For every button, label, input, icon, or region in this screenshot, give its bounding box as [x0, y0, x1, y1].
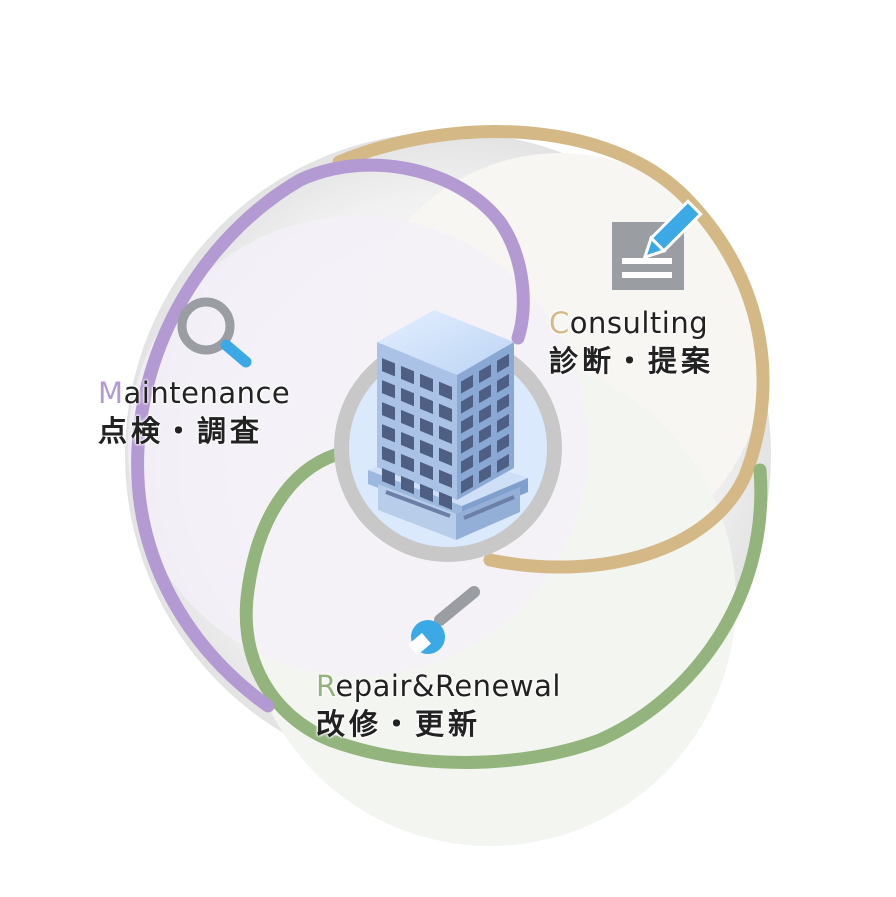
- maintenance-title: Maintenance: [98, 375, 290, 413]
- building-window: [497, 433, 509, 453]
- building-window: [479, 404, 491, 424]
- consulting-ring: [332, 125, 770, 574]
- building-window: [439, 381, 452, 400]
- building-window: [497, 353, 509, 373]
- building-window: [439, 469, 452, 488]
- wrench-icon: [408, 586, 480, 656]
- building-window: [497, 413, 509, 433]
- consulting-subtitle: 診断・提案: [549, 343, 715, 378]
- building-window: [461, 434, 473, 454]
- repair-label: Repair&Renewal 改修・更新: [316, 668, 561, 743]
- building-window: [401, 453, 414, 473]
- building-window: [461, 394, 473, 414]
- building-window: [401, 365, 414, 385]
- repair-title-initial: R: [316, 669, 336, 703]
- building-window: [382, 424, 395, 443]
- building-window: [479, 384, 491, 404]
- maintenance-subtitle: 点検・調査: [98, 413, 264, 448]
- consulting-title: Consulting: [549, 305, 714, 343]
- building-window: [439, 425, 452, 444]
- building-window: [461, 374, 473, 394]
- building-window: [461, 474, 473, 494]
- building-windows-right: [461, 353, 509, 494]
- building-window: [382, 468, 395, 487]
- building-window: [420, 483, 433, 503]
- office-building-icon: [368, 310, 528, 540]
- building-window: [479, 464, 491, 484]
- building-window: [461, 454, 473, 474]
- building-window: [479, 424, 491, 444]
- maintenance-title-initial: M: [98, 376, 124, 410]
- building-windows-left: [382, 358, 452, 510]
- consulting-title-rest: onsulting: [569, 306, 709, 340]
- maintenance-title-rest: aintenance: [123, 376, 291, 410]
- building-window: [420, 417, 433, 437]
- building-window: [420, 373, 433, 393]
- repair-title: Repair&Renewal: [316, 668, 561, 706]
- building-window: [479, 444, 491, 464]
- document-pen-icon: [612, 199, 703, 290]
- building-window: [382, 358, 395, 377]
- building-window: [420, 439, 433, 459]
- building-window: [401, 409, 414, 429]
- building-window: [439, 447, 452, 466]
- building-window: [497, 373, 509, 393]
- building-window: [382, 380, 395, 399]
- building-window: [401, 475, 414, 495]
- building-window: [479, 364, 491, 384]
- building-window: [497, 453, 509, 473]
- building-window: [382, 446, 395, 465]
- repair-subtitle: 改修・更新: [316, 706, 482, 741]
- magnifier-icon: [177, 297, 252, 368]
- building-window: [401, 387, 414, 407]
- building-window: [401, 431, 414, 451]
- maintenance-label: Maintenance 点検・調査: [98, 375, 290, 450]
- maintenance-ring: [131, 158, 530, 713]
- building-window: [461, 414, 473, 434]
- building-window: [497, 393, 509, 413]
- building-window: [382, 402, 395, 421]
- building-window: [420, 461, 433, 481]
- consulting-title-initial: C: [549, 306, 570, 340]
- building-window: [439, 491, 452, 510]
- consulting-label: Consulting 診断・提案: [549, 305, 714, 380]
- building-window: [420, 395, 433, 415]
- repair-ring: [239, 448, 768, 769]
- repair-title-rest: epair&Renewal: [335, 669, 561, 703]
- building-window: [439, 403, 452, 422]
